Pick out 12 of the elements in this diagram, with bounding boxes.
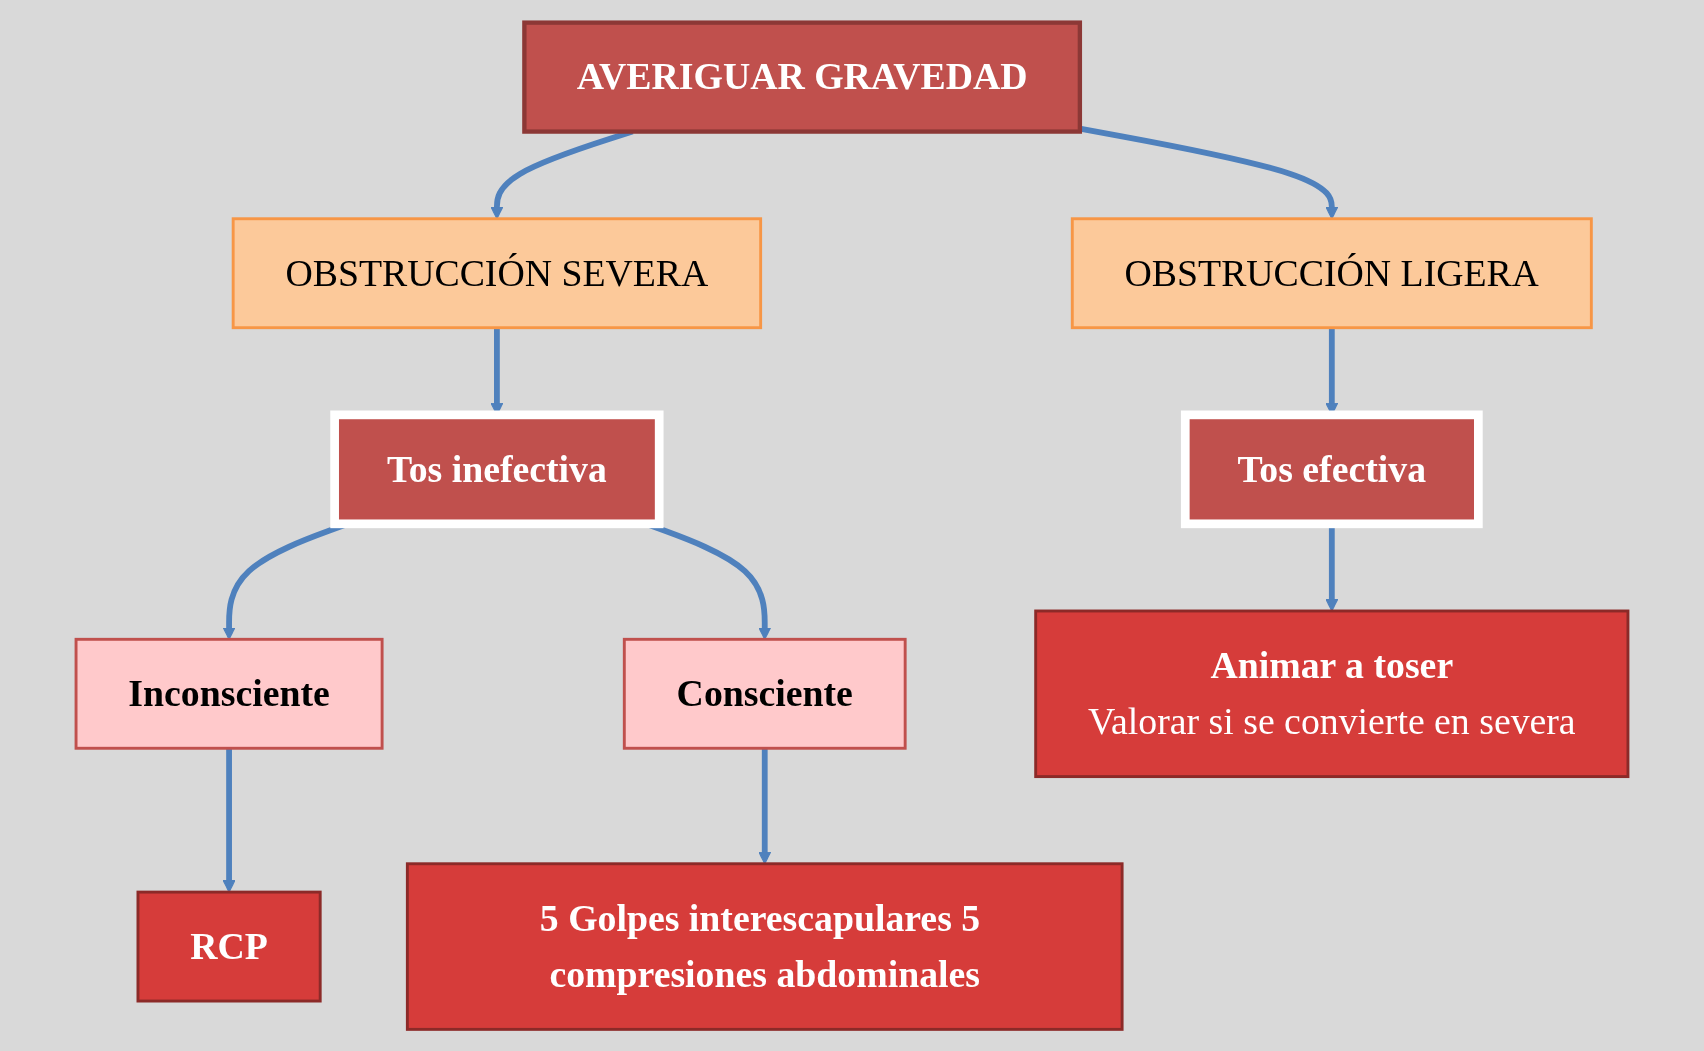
node-box: OBSTRUCCIÓN LIGERA — [1070, 216, 1593, 329]
node-box: Inconsciente — [74, 637, 384, 750]
node-box: Tos efectiva — [1180, 410, 1483, 528]
node-box: OBSTRUCCIÓN SEVERA — [231, 216, 763, 329]
arrow — [758, 747, 772, 864]
node-box: RCP — [136, 890, 322, 1002]
node-box: Consciente — [622, 637, 907, 750]
node-box: Tos inefectiva — [330, 410, 664, 528]
node-box: Animar a toser Valorar si se convierte en severa — [1034, 609, 1630, 778]
arrow — [1079, 125, 1339, 219]
node-box: AVERIGUAR GRAVEDAD — [522, 19, 1083, 134]
node-box: 5 Golpes interescapulares 5 compresiones abdominales — [405, 861, 1124, 1031]
